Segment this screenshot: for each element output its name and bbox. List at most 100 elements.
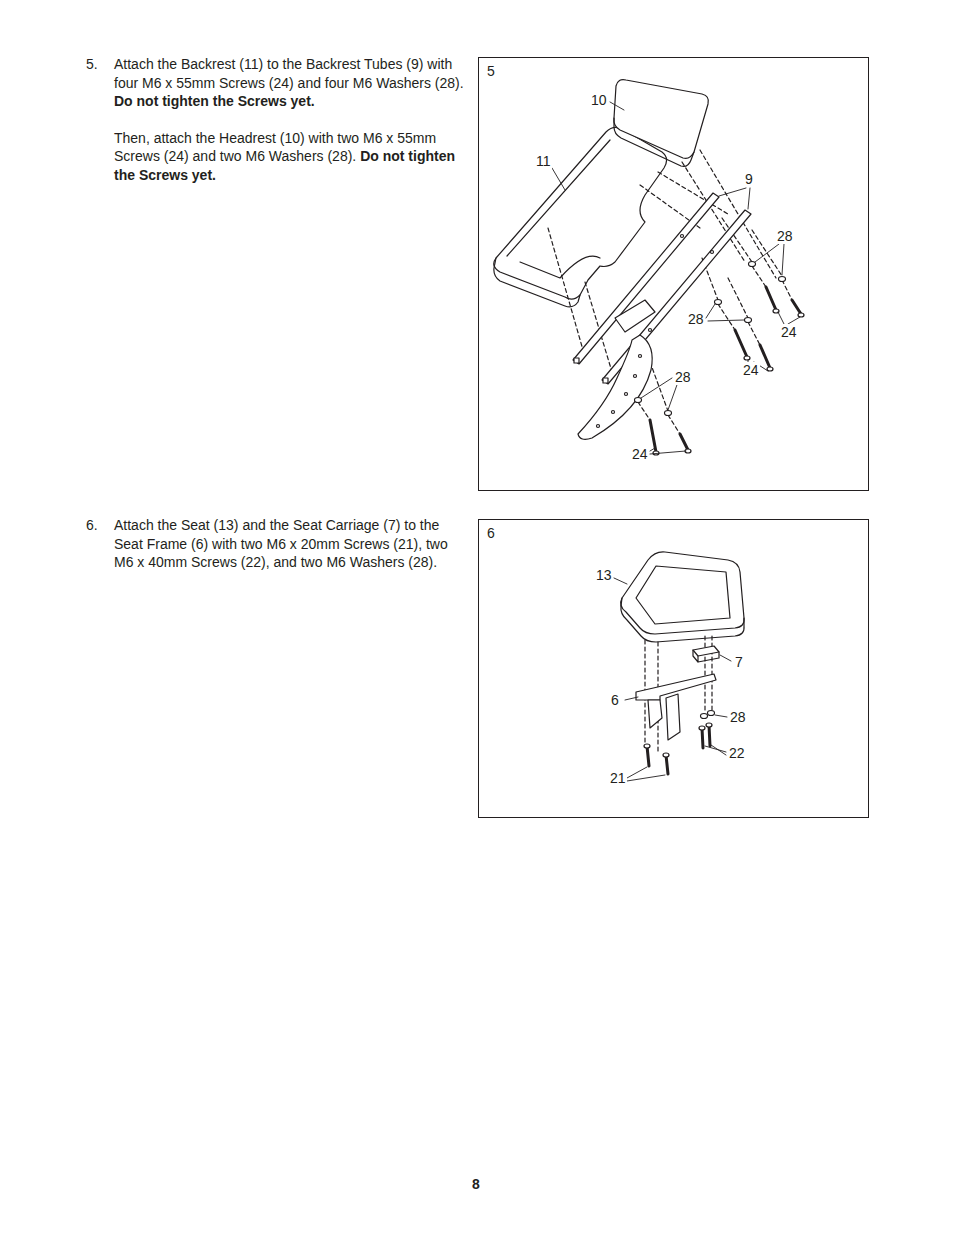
- backrest-tube: [681, 235, 684, 238]
- leader-line: [552, 168, 565, 190]
- leader-line: [627, 767, 665, 781]
- callout-number: 21: [609, 770, 627, 786]
- callout-number: 6: [610, 692, 620, 708]
- step-number: 6: [487, 525, 495, 541]
- washer: [665, 411, 672, 416]
- screw: [650, 287, 804, 455]
- leader-line: [715, 715, 727, 717]
- callout-number: 28: [674, 369, 692, 385]
- seat-frame: [636, 674, 716, 740]
- seat-carriage: [693, 646, 719, 662]
- page-number: 8: [472, 1176, 480, 1192]
- screw: [663, 753, 669, 757]
- seat-pad: [621, 552, 744, 634]
- headrest-pad: [614, 80, 709, 167]
- washer: [701, 714, 708, 719]
- seat-frame: [648, 700, 662, 728]
- instruction-paragraph: Attach the Seat (13) and the Seat Carria…: [114, 516, 459, 572]
- leader-line: [719, 188, 750, 209]
- leader-line: [705, 745, 726, 755]
- step-number: 5: [487, 63, 495, 79]
- backrest-bracket: [625, 393, 628, 396]
- backrest-pad: [494, 258, 580, 307]
- screw: [644, 744, 650, 748]
- leader-line: [650, 448, 686, 454]
- dashed-guides: [548, 228, 583, 350]
- screw: [744, 356, 750, 360]
- backrest-bracket: [578, 335, 652, 439]
- callout-number: 28: [729, 709, 747, 725]
- instruction-text: Attach the Backrest (11) to the Backrest…: [114, 56, 464, 91]
- dashed-guides: [548, 150, 792, 434]
- figure-panel: 5: [478, 57, 869, 491]
- washer: [701, 711, 715, 719]
- backrest-bracket: [634, 375, 637, 378]
- screw: [699, 726, 705, 730]
- headrest-pad: [614, 80, 709, 159]
- seat-pad: [621, 552, 744, 642]
- washer: [708, 711, 715, 716]
- leader-line: [552, 102, 800, 454]
- callout-number: 11: [535, 153, 552, 169]
- backrest-bracket: [597, 425, 600, 428]
- washer: [779, 277, 786, 282]
- washer: [715, 300, 722, 305]
- backrest-tube: [711, 251, 714, 254]
- washer: [635, 262, 786, 416]
- backrest-tube: [615, 300, 655, 332]
- backrest-bracket: [612, 411, 615, 414]
- washer: [635, 398, 642, 403]
- callout-number: 10: [590, 92, 608, 108]
- dashed-guides: [638, 402, 680, 434]
- callout-number: 24: [742, 362, 760, 378]
- screw: [644, 723, 712, 774]
- seat-carriage: [693, 646, 719, 656]
- backrest-tube: [602, 210, 751, 384]
- leader-line: [614, 578, 731, 781]
- dashed-guides: [702, 258, 748, 318]
- seat-pad: [636, 566, 730, 624]
- leader-line: [778, 312, 800, 324]
- callout-number: 28: [776, 228, 794, 244]
- callout-number: 13: [595, 567, 613, 583]
- screw: [647, 725, 710, 774]
- dashed-guides: [658, 172, 728, 214]
- leader-line: [625, 697, 638, 700]
- screw: [798, 313, 804, 317]
- backrest-bracket: [639, 355, 642, 358]
- washer: [749, 262, 756, 267]
- leader-line: [614, 578, 627, 584]
- instruction-paragraph: Attach the Backrest (11) to the Backrest…: [114, 55, 464, 111]
- screw: [767, 367, 773, 371]
- instruction-text: Attach the Seat (13) and the Seat Carria…: [114, 517, 448, 570]
- leader-line: [641, 378, 678, 410]
- backrest-bracket: [578, 335, 652, 439]
- caution-text: Do not tighten the Screws yet.: [114, 93, 315, 109]
- leader-line: [706, 304, 744, 321]
- step-number: 5.: [86, 56, 98, 72]
- callout-number: 24: [780, 324, 798, 340]
- figure-panel: 6: [478, 519, 869, 818]
- backrest-tube: [573, 193, 751, 384]
- step-number: 6.: [86, 517, 98, 533]
- backrest-tube: [603, 378, 608, 383]
- seat-pad: [621, 598, 744, 642]
- callout-number: 28: [687, 311, 705, 327]
- headrest-pad: [614, 118, 694, 166]
- leader-line: [610, 102, 624, 110]
- leader-line: [755, 244, 784, 275]
- callout-number: 22: [728, 745, 746, 761]
- callout-number: 24: [631, 446, 649, 462]
- callout-number: 7: [734, 654, 744, 670]
- seat-carriage: [693, 650, 719, 662]
- backrest-tube: [649, 329, 652, 332]
- instruction-paragraph: Then, attach the Headrest (10) with two …: [114, 129, 464, 185]
- screw: [650, 287, 801, 452]
- backrest-pad: [494, 127, 667, 299]
- leader-line: [720, 655, 731, 661]
- backrest-tube: [574, 358, 579, 363]
- washer: [745, 318, 752, 323]
- screw: [706, 723, 712, 727]
- callout-number: 9: [744, 171, 754, 187]
